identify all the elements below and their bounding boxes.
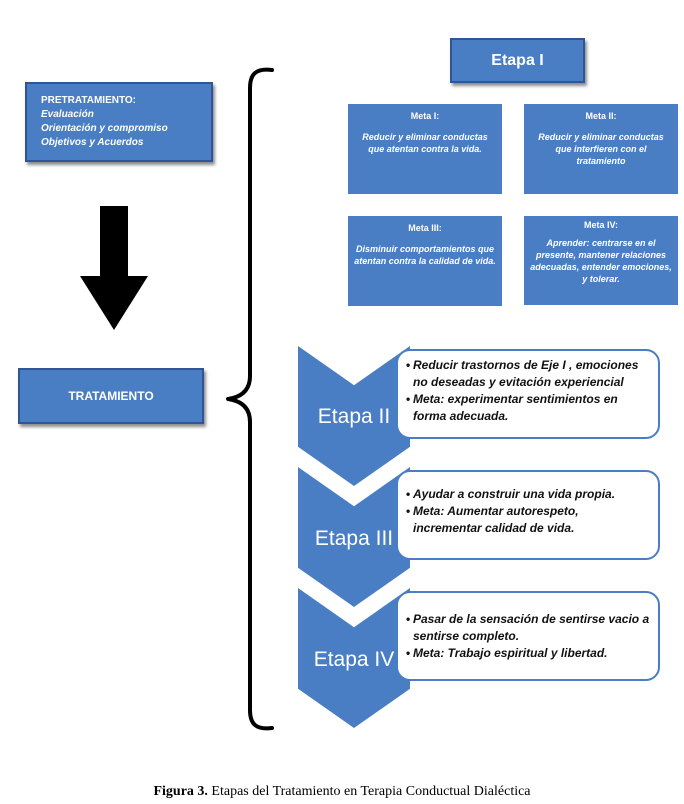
curly-brace-icon (226, 67, 274, 731)
stage-2-bullet: Reducir trastornos de Eje I , emociones … (413, 358, 639, 389)
goal-box-1: Meta I: Reducir y eliminar conductas que… (348, 104, 502, 194)
stage-1-title: Etapa I (491, 51, 544, 69)
goal-box-4: Meta IV: Aprender: centrarse en el prese… (524, 216, 678, 305)
stage-3-panel: •Ayudar a construir una vida propia. •Me… (396, 470, 660, 560)
list-item: •Meta: experimentar sentimientos en form… (406, 391, 650, 425)
stage-4-bullet: Meta: Trabajo espiritual y libertad. (413, 646, 608, 660)
goal-text: Reducir y eliminar conductas que atentan… (362, 132, 488, 154)
goal-text: Reducir y eliminar conductas que interfi… (538, 132, 664, 166)
goal-title: Meta II: (585, 111, 617, 121)
goal-title: Meta I: (410, 111, 440, 121)
stage-3-bullet: Ayudar a construir una vida propia. (413, 487, 616, 501)
stage-1-title-box: Etapa I (450, 38, 585, 83)
stage-2-panel: •Reducir trastornos de Eje I , emociones… (396, 349, 660, 439)
stage-2-bullet: Meta: experimentar sentimientos en forma… (413, 392, 618, 423)
pretreatment-title: PRETRATAMIENTO: (41, 95, 136, 106)
figure-caption: Figura 3. Etapas del Tratamiento en Tera… (0, 784, 684, 800)
goal-box-2: Meta II: Reducir y eliminar conductas qu… (524, 104, 678, 194)
treatment-box: TRATAMIENTO (18, 368, 204, 424)
list-item: •Meta: Aumentar autorespeto, incrementar… (406, 503, 650, 537)
list-item: •Ayudar a construir una vida propia. (406, 487, 616, 501)
treatment-label: TRATAMIENTO (68, 389, 154, 403)
down-arrow-icon (80, 206, 148, 330)
figure-number: Figura 3. (153, 784, 208, 799)
goal-text: Disminuir comportamientos que atentan co… (354, 244, 496, 266)
pretreatment-item: Evaluación (41, 109, 94, 120)
stage-3-bullet: Meta: Aumentar autorespeto, incrementar … (413, 504, 579, 535)
pretreatment-item: Objetivos y Acuerdos (41, 137, 144, 148)
list-item: •Reducir trastornos de Eje I , emociones… (406, 357, 650, 391)
figure-caption-text: Etapas del Tratamiento en Terapia Conduc… (207, 784, 531, 799)
goal-box-3: Meta III: Disminuir comportamientos que … (348, 216, 502, 306)
pretreatment-item: Orientación y compromiso (41, 123, 168, 134)
list-item: •Pasar de la sensación de sentirse vacio… (406, 612, 650, 643)
goal-title: Meta IV: (583, 220, 618, 230)
goal-text: Aprender: centrarse en el presente, mant… (530, 238, 672, 284)
list-item: •Meta: Trabajo espiritual y libertad. (406, 646, 608, 660)
stage-4-bullet: Pasar de la sensación de sentirse vacio … (413, 612, 650, 643)
pretreatment-box: PRETRATAMIENTO: Evaluación Orientación y… (25, 82, 213, 162)
stage-3-label: Etapa III (314, 527, 394, 550)
stage-4-label: Etapa IV (313, 648, 395, 671)
goal-title: Meta III: (408, 223, 442, 233)
stage-4-panel: •Pasar de la sensación de sentirse vacio… (396, 591, 660, 681)
stage-2-label: Etapa II (317, 405, 391, 428)
